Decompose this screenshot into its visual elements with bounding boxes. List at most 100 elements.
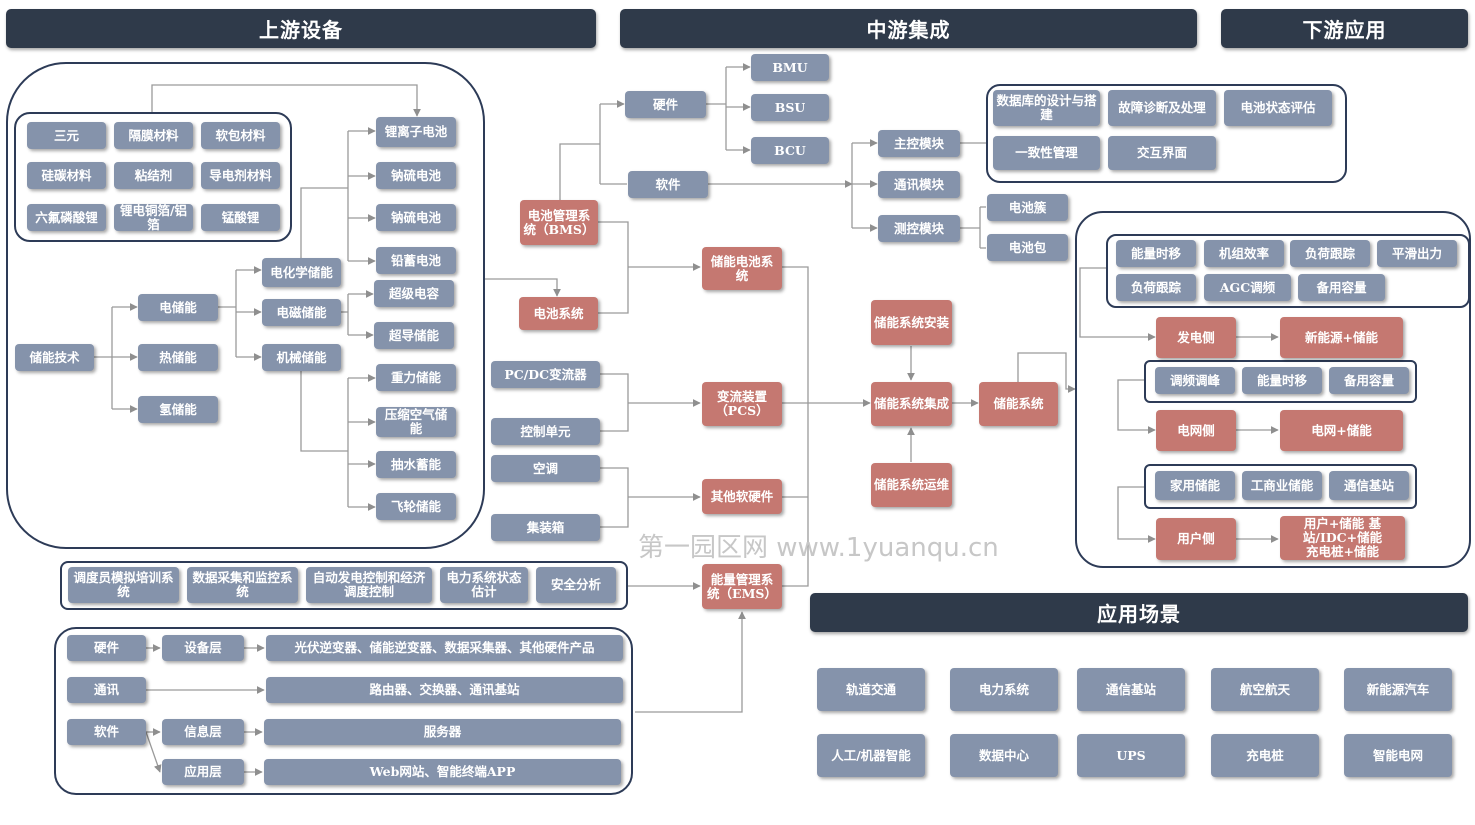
material-node: 隔膜材料 (114, 122, 193, 149)
mainctrl-func: 故障诊断及处理 (1108, 90, 1216, 126)
material-node: 六氟磷酸锂 (27, 204, 106, 231)
scene-node: 智能电网 (1344, 734, 1452, 777)
watermark: 第一园区网 www.1yuanqu.cn (638, 533, 999, 563)
material-node: 硅碳材料 (27, 162, 106, 189)
battery-node: 铅蓄电池 (376, 247, 456, 274)
ems-software-node: 软件 (67, 719, 146, 745)
ems-func: 数据采集和监控系统 (187, 567, 298, 603)
battery-node: 钠硫电池 (376, 162, 456, 189)
grid-result-node: 电网+储能 (1280, 410, 1403, 451)
gen-func: 平滑出力 (1377, 240, 1457, 267)
gen-func: 负荷跟踪 (1116, 274, 1196, 301)
bsu-node: BSU (751, 94, 829, 121)
info-layer-node: 信息层 (162, 719, 244, 745)
storage-integration-node: 储能系统集成 (871, 382, 952, 426)
header-midstream: 中游集成 (620, 9, 1197, 48)
hydrogen-storage-node: 氢储能 (138, 396, 218, 423)
material-node: 粘结剂 (114, 162, 193, 189)
gen-funcs-group (1106, 234, 1470, 308)
material-node: 锂电铜箔/铝箔 (114, 203, 193, 231)
user-side-node: 用户侧 (1156, 518, 1236, 560)
user-func: 工商业储能 (1242, 471, 1322, 500)
storage-tech-node: 储能技术 (15, 344, 94, 371)
storage-ops-node: 储能系统运维 (871, 463, 952, 507)
grid-func: 备用容量 (1329, 367, 1409, 394)
thermal-storage-node: 热储能 (138, 344, 218, 371)
ems-func: 调度员模拟培训系统 (68, 567, 179, 603)
ems-funcs-group (60, 561, 628, 610)
grid-func: 能量时移 (1242, 367, 1322, 394)
comm-products-node: 路由器、交换器、通讯基站 (266, 677, 623, 703)
bmu-node: BMU (751, 54, 829, 81)
mechanical-item: 飞轮储能 (376, 493, 456, 520)
ems-func: 安全分析 (536, 567, 616, 603)
device-products-node: 光伏逆变器、储能逆变器、数据采集器、其他硬件产品 (266, 635, 623, 661)
battery-cluster-node: 电池簇 (987, 194, 1068, 221)
generation-result-node: 新能源+储能 (1280, 317, 1403, 358)
gen-func: 机组效率 (1204, 240, 1284, 267)
control-unit-node: 控制单元 (491, 418, 600, 445)
ems-hardware-node: 硬件 (67, 635, 146, 661)
storage-install-node: 储能系统安装 (871, 300, 952, 345)
mechanical-item: 压缩空气储能 (376, 407, 456, 437)
bms-hardware-node: 硬件 (625, 91, 706, 118)
grid-side-node: 电网侧 (1156, 410, 1236, 451)
scene-node: 数据中心 (950, 734, 1058, 777)
container-node: 集装箱 (491, 514, 600, 541)
electromagnetic-item: 超级电容 (374, 280, 454, 307)
app-layer-node: 应用层 (162, 759, 244, 785)
apps-node: Web网站、智能终端APP (264, 759, 621, 785)
ems-node: 能量管理系统（EMS） (702, 564, 782, 609)
other-hw-sw-node: 其他软硬件 (702, 479, 782, 514)
electric-storage-node: 电储能 (138, 294, 218, 321)
gen-func: 负荷跟踪 (1290, 240, 1370, 267)
scene-node: 轨道交通 (817, 668, 925, 711)
electromagnetic-node: 电磁储能 (262, 299, 341, 326)
scene-node: UPS (1077, 734, 1185, 777)
server-node: 服务器 (264, 719, 621, 745)
pcs-node: 变流装置（PCS） (702, 382, 782, 426)
device-layer-node: 设备层 (162, 635, 244, 661)
scene-node: 充电桩 (1211, 734, 1319, 777)
storage-battery-system-node: 储能电池系统 (702, 247, 782, 290)
header-downstream: 下游应用 (1221, 9, 1468, 48)
gen-func: 备用容量 (1298, 274, 1385, 301)
electromagnetic-item: 超导储能 (374, 322, 454, 349)
user-func: 通信基站 (1329, 471, 1409, 500)
battery-node: 钠硫电池 (376, 204, 456, 231)
ems-components-group (54, 627, 633, 795)
materials-group (14, 112, 292, 242)
battery-pack-node: 电池包 (987, 234, 1068, 261)
measure-control-module: 测控模块 (878, 215, 960, 242)
mainctrl-funcs-group (986, 84, 1347, 183)
gen-func: AGC调频 (1204, 274, 1291, 301)
ems-comm-node: 通讯 (67, 677, 146, 703)
material-node: 软包材料 (201, 122, 280, 149)
ems-func: 电力系统状态估计 (440, 567, 528, 603)
gen-func: 能量时移 (1116, 240, 1196, 267)
battery-node: 锂离子电池 (376, 117, 456, 147)
air-conditioner-node: 空调 (491, 455, 600, 482)
user-funcs-group (1144, 464, 1417, 509)
mainctrl-func: 数据库的设计与搭建 (993, 90, 1100, 126)
bcu-node: BCU (751, 137, 829, 164)
material-node: 锰酸锂 (201, 204, 280, 231)
scene-node: 通信基站 (1077, 668, 1185, 711)
grid-funcs-group (1144, 360, 1417, 403)
mechanical-item: 抽水蓄能 (376, 451, 456, 478)
header-scenes: 应用场景 (810, 593, 1468, 632)
ems-func: 自动发电控制和经济调度控制 (306, 567, 432, 603)
bms-software-node: 软件 (628, 171, 708, 198)
upstream-group (6, 62, 485, 549)
battery-system-node: 电池系统 (519, 297, 598, 330)
scene-node: 新能源汽车 (1344, 668, 1452, 711)
downstream-group (1075, 211, 1471, 568)
main-control-module: 主控模块 (878, 130, 960, 157)
bms-node: 电池管理系统（BMS） (520, 200, 598, 245)
header-upstream: 上游设备 (6, 9, 596, 48)
user-result-node: 用户+储能 基站/IDC+储能 充电桩+储能 (1280, 516, 1405, 560)
mainctrl-func: 一致性管理 (993, 136, 1100, 170)
scene-node: 人工/机器智能 (817, 734, 925, 777)
storage-system-node: 储能系统 (979, 382, 1058, 426)
